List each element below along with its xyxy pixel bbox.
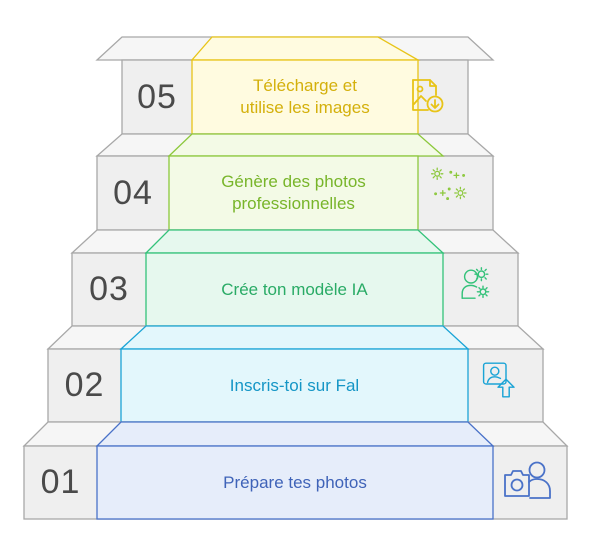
step-01 (22, 421, 569, 520)
step-number-05: 05 (137, 77, 177, 116)
step-02-top-face (119, 325, 470, 350)
step-number-01: 01 (40, 463, 81, 501)
step-05-top-face (190, 36, 421, 61)
step-03-top-face (144, 229, 445, 254)
step-label-04: Génère des photos professionnelles (221, 172, 366, 213)
image-download-icon (412, 79, 444, 113)
step-01-top-face (95, 421, 495, 447)
step-label-02: Inscris-toi sur Fal (229, 375, 360, 395)
step-label-05: Télécharge et utilise les images (240, 76, 370, 117)
camera-user-icon (504, 461, 551, 499)
step-01-band (96, 445, 494, 520)
step-number-03: 03 (89, 270, 129, 308)
step-number-04: 04 (113, 173, 153, 212)
step-05 (95, 36, 495, 135)
user-upload-icon (482, 362, 515, 398)
sparkle-icon (430, 167, 467, 201)
step-03-band (145, 252, 444, 327)
user-gear-icon (461, 267, 490, 299)
step-04-top-face (167, 133, 445, 157)
step-04-band (168, 155, 419, 231)
step-04 (95, 133, 495, 231)
step-label-01: Prépare tes photos (223, 472, 367, 492)
step-label-03: Crée ton modèle IA (221, 279, 368, 299)
step-03 (70, 229, 520, 327)
step-02-band (120, 348, 469, 423)
step-number-02: 02 (64, 366, 105, 404)
step-02 (46, 325, 545, 423)
